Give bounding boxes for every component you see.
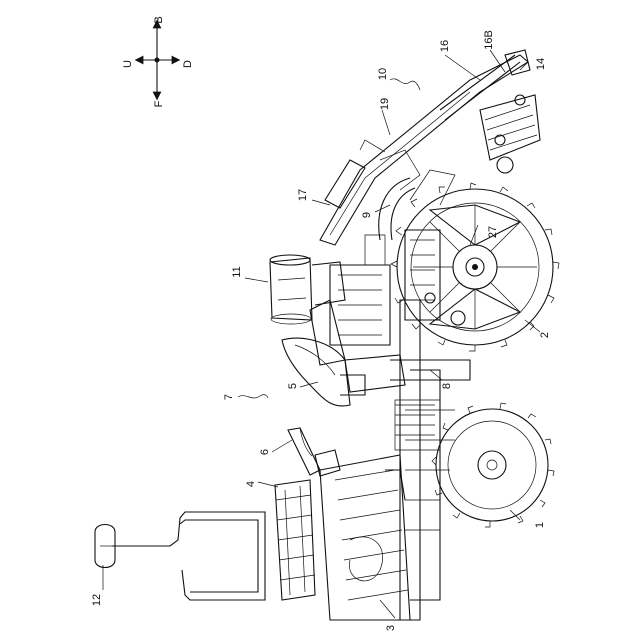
label-16: 16 bbox=[439, 40, 451, 52]
compass-up-label: U bbox=[122, 60, 134, 68]
label-12: 12 bbox=[91, 594, 103, 606]
direction-compass: B F U D bbox=[122, 16, 194, 107]
label-5: 5 bbox=[287, 383, 299, 389]
label-4: 4 bbox=[245, 481, 257, 487]
label-16b: 16B bbox=[483, 30, 495, 50]
steering-lever bbox=[288, 428, 340, 476]
label-8: 8 bbox=[441, 383, 453, 389]
muffler-cylinder bbox=[275, 480, 315, 600]
label-7: 7 bbox=[223, 394, 235, 400]
label-9: 9 bbox=[361, 212, 373, 218]
seat bbox=[282, 338, 365, 406]
label-11: 11 bbox=[231, 266, 243, 277]
label-27: 27 bbox=[487, 226, 499, 238]
compass-back-label: B bbox=[153, 16, 165, 23]
label-3: 3 bbox=[385, 625, 397, 631]
rear-light-pole bbox=[95, 512, 265, 600]
implement-boom bbox=[320, 50, 540, 245]
compass-down-label: D bbox=[182, 60, 194, 68]
label-1: 1 bbox=[534, 522, 546, 528]
label-19: 19 bbox=[379, 98, 391, 110]
transmission bbox=[310, 235, 405, 392]
compass-front-label: F bbox=[153, 100, 165, 107]
label-6: 6 bbox=[259, 449, 271, 455]
leader-lines bbox=[103, 50, 540, 618]
chassis-frame bbox=[390, 300, 470, 620]
label-14: 14 bbox=[535, 58, 547, 70]
label-2: 2 bbox=[539, 332, 551, 338]
rear-wheel bbox=[432, 403, 554, 527]
label-10: 10 bbox=[377, 68, 389, 80]
front-wheel bbox=[391, 183, 559, 351]
engine-block bbox=[320, 455, 410, 620]
label-17: 17 bbox=[297, 189, 309, 201]
